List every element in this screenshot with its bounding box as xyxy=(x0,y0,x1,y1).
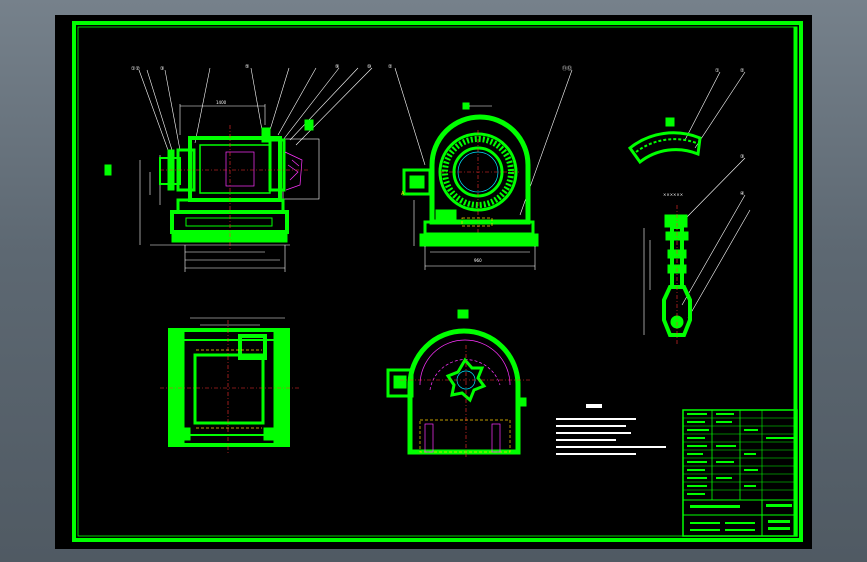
drawing-sheet[interactable] xyxy=(55,15,812,549)
title-block[interactable] xyxy=(682,409,798,537)
svg-text:③: ③ xyxy=(740,154,744,160)
winch-front-view[interactable]: ①② ③ ⑤ ⑨ ⑩ 1400 xyxy=(104,64,373,272)
winch-section-view[interactable] xyxy=(386,309,530,458)
svg-text:1400: 1400 xyxy=(216,100,227,105)
shaft-detail[interactable]: ③ ④ ×××××× xyxy=(643,154,751,345)
gear-segment-detail[interactable]: ① ② xyxy=(627,68,746,165)
svg-text:①②: ①② xyxy=(131,66,140,72)
svg-text:②: ② xyxy=(388,64,393,70)
winch-top-view[interactable] xyxy=(160,317,300,455)
svg-text:⑩: ⑩ xyxy=(367,64,372,70)
svg-text:A: A xyxy=(401,191,405,197)
svg-text:⑨: ⑨ xyxy=(335,64,339,70)
technical-requirements-notes xyxy=(556,404,666,455)
svg-text:①: ① xyxy=(715,68,720,74)
svg-text:④: ④ xyxy=(740,191,745,197)
winch-side-view[interactable]: ② ⑪⑫ 960 xyxy=(388,64,573,270)
sheet-border xyxy=(72,21,803,542)
part-balloons-left: ①② ③ ⑤ ⑨ ⑩ xyxy=(131,64,373,151)
svg-text:③: ③ xyxy=(160,66,164,72)
svg-text:⑤: ⑤ xyxy=(245,64,249,70)
svg-text:××××××: ×××××× xyxy=(663,192,683,197)
svg-text:⑪⑫: ⑪⑫ xyxy=(562,65,572,72)
svg-text:960: 960 xyxy=(474,258,482,263)
svg-text:②: ② xyxy=(740,68,745,74)
